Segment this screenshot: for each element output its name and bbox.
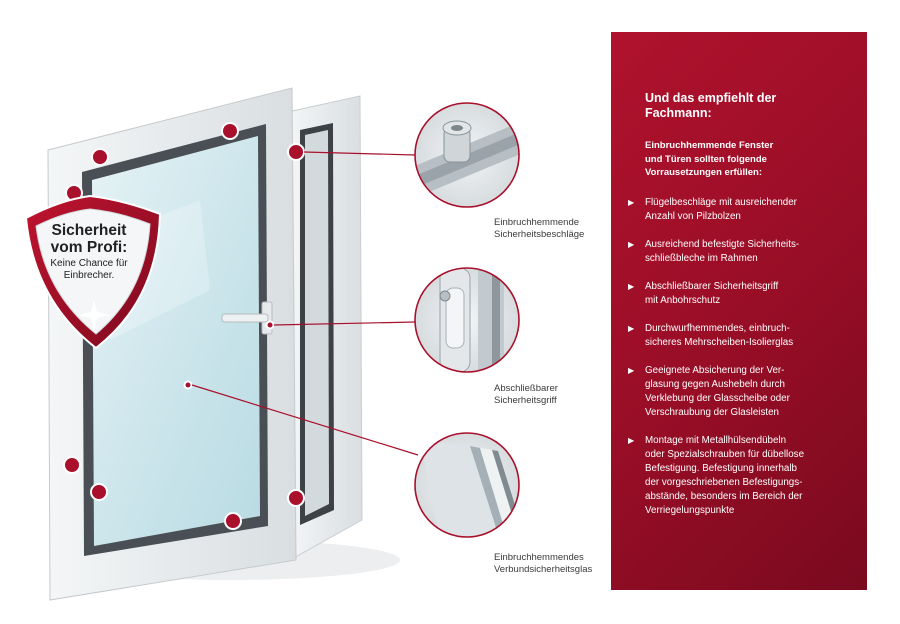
window-handle-lever: [221, 313, 269, 323]
list-item: ▶ Ausreichend befestigte Sicherheits- sc…: [627, 238, 859, 266]
shield-badge: [24, 194, 162, 350]
glass-marker: [183, 380, 193, 390]
window-illustration: [24, 87, 520, 601]
recommendation-list: ▶ Flügelbeschläge mit ausreichender Anza…: [627, 196, 859, 532]
bullet-arrow-icon: ▶: [628, 240, 635, 249]
list-item-line: sicheres Mehrscheiben-Isolierglas: [645, 337, 794, 348]
shield-subtitle-line: Keine Chance für: [50, 258, 128, 269]
list-item: ▶ Durchwurfhemmendes, einbruch- sicheres…: [627, 322, 859, 350]
panel-intro: Einbruchhemmende Fenster und Türen sollt…: [645, 139, 845, 180]
caption-line: Sicherheitsbeschläge: [494, 229, 585, 240]
bullet-arrow-icon: ▶: [628, 198, 635, 207]
handle-marker: [265, 320, 275, 330]
shield-title-line: vom Profi:: [50, 239, 128, 256]
locking-point: [63, 456, 81, 474]
list-item: ▶ Geeignete Absicherung der Ver- glasung…: [627, 364, 859, 420]
list-item-line: glasung gegen Aushebeln durch: [645, 379, 785, 390]
caption-line: Sicherheitsgriff: [494, 395, 557, 406]
list-item-line: Durchwurfhemmendes, einbruch-: [645, 323, 790, 334]
detail-hardware: [414, 102, 520, 208]
list-item-line: mit Anbohrschutz: [645, 295, 721, 306]
list-item: ▶ Abschließbarer Sicherheitsgriff mit An…: [627, 280, 859, 308]
shield-subtitle-line: Einbrecher.: [63, 270, 115, 281]
caption-line: Abschließbarer: [494, 383, 558, 394]
list-item-line: Flügelbeschläge mit ausreichender: [645, 197, 797, 208]
list-item-line: Geeignete Absicherung der Ver-: [645, 365, 785, 376]
sparkle-icon: [78, 300, 110, 332]
callout-line-hardware: [303, 151, 416, 156]
caption-line: Verbundsicherheitsglas: [494, 564, 593, 575]
recommendation-panel: Und das empfiehlt der Fachmann: Einbruch…: [611, 32, 867, 590]
list-item-line: schließbleche im Rahmen: [645, 253, 758, 264]
list-item: ▶ Flügelbeschläge mit ausreichender Anza…: [627, 196, 859, 224]
locking-point: [221, 122, 239, 140]
list-item-line: Verschraubung der Glasleisten: [645, 407, 779, 418]
locking-point: [90, 483, 108, 501]
panel-intro-line: Einbruchhemmende Fenster: [645, 140, 774, 151]
caption-handle: Abschließbarer Sicherheitsgriff: [494, 383, 558, 407]
list-item-line: Ausreichend befestigte Sicherheits-: [645, 239, 800, 250]
list-item-line: Befestigung. Befestigung innerhalb: [645, 463, 797, 474]
locking-point: [287, 143, 305, 161]
list-item-line: Montage mit Metallhülsendübeln: [645, 435, 787, 446]
shield-title-line: Sicherheit: [51, 222, 127, 239]
list-item-line: oder Spezialschrauben für dübellose: [645, 449, 805, 460]
list-item-line: Verklebung der Glasscheibe oder: [645, 393, 790, 404]
panel-intro-line: und Türen sollten folgende: [645, 153, 767, 165]
panel-heading-line: Fachmann:: [645, 106, 712, 120]
bullet-arrow-icon: ▶: [628, 366, 635, 375]
list-item-line: Abschließbarer Sicherheitsgriff: [645, 281, 779, 292]
detail-handle: [414, 267, 520, 373]
caption-line: Einbruchhemmende: [494, 217, 580, 228]
caption-line: Einbruchhemmendes: [494, 552, 584, 563]
callout-lines: [191, 151, 419, 456]
caption-hardware: Einbruchhemmende Sicherheitsbeschläge: [494, 217, 584, 241]
bullet-arrow-icon: ▶: [628, 324, 635, 333]
list-item-line: Verriegelungspunkte: [645, 505, 735, 516]
locking-point: [287, 489, 305, 507]
callout-line-handle: [273, 321, 416, 326]
locking-point: [91, 148, 109, 166]
locking-points: [63, 122, 305, 530]
list-item-line: abstände, besonders im Bereich der: [645, 491, 803, 502]
caption-glass: Einbruchhemmendes Verbundsicherheitsglas: [494, 552, 592, 576]
glass-pane: [92, 136, 260, 546]
list-item-line: Anzahl von Pilzbolzen: [645, 211, 741, 222]
panel-heading-line: Und das empfiehlt der: [645, 91, 777, 105]
sash-inner: [305, 130, 329, 516]
shield-text: Sicherheit vom Profi: Keine Chance für E…: [34, 222, 144, 282]
callout-line-glass: [191, 384, 419, 456]
bullet-arrow-icon: ▶: [628, 282, 635, 291]
detail-glass: [414, 432, 520, 538]
panel-heading: Und das empfiehlt der Fachmann:: [645, 91, 845, 121]
bullet-arrow-icon: ▶: [628, 436, 635, 445]
list-item-line: der vorgeschriebenen Befestigungs-: [645, 477, 803, 488]
locking-point: [224, 512, 242, 530]
panel-intro-line: Vorrausetzungen erfüllen:: [645, 167, 763, 178]
list-item: ▶ Montage mit Metallhülsendübeln oder Sp…: [627, 434, 859, 518]
